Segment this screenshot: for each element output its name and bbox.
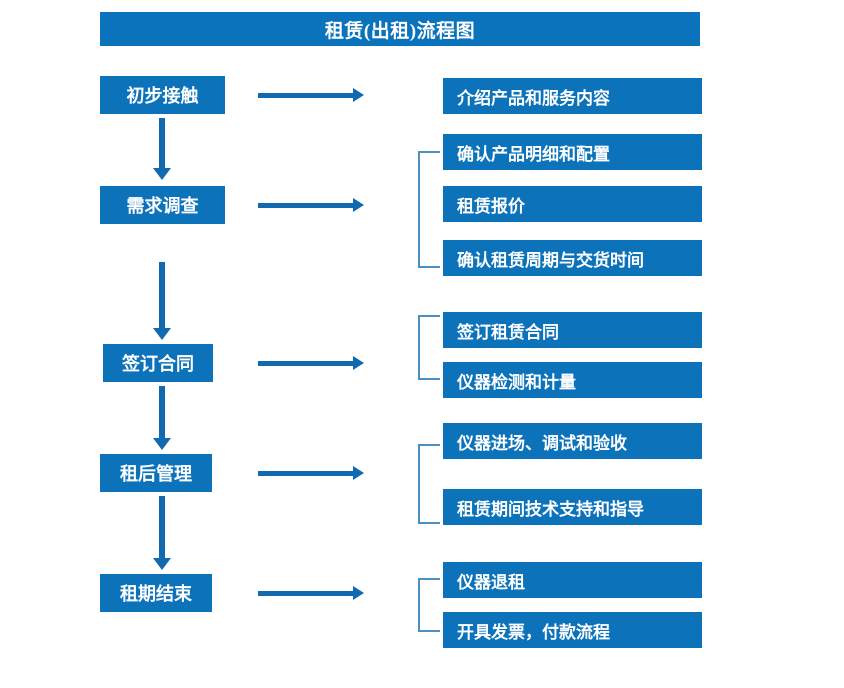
stage-box-3[interactable]: 签订合同 [103, 344, 213, 382]
detail-box-g2-i3[interactable]: 确认租赁周期与交货时间 [443, 240, 702, 276]
detail-box-g1-i1[interactable]: 介绍产品和服务内容 [443, 78, 702, 114]
stage-box-4[interactable]: 租后管理 [100, 454, 212, 492]
detail-box-g2-i2[interactable]: 租赁报价 [443, 186, 702, 222]
right-arrow-stage-5 [258, 586, 364, 600]
detail-box-g5-i1[interactable]: 仪器退租 [443, 562, 702, 598]
right-arrow-stage-3 [258, 356, 364, 370]
right-arrow-stage-4 [258, 466, 364, 480]
right-arrow-stage-2 [258, 198, 364, 212]
right-arrow-stage-1 [258, 88, 364, 102]
stage-box-2[interactable]: 需求调查 [100, 186, 225, 224]
page-title: 租赁(出租)流程图 [100, 12, 700, 46]
stage-box-1[interactable]: 初步接触 [100, 76, 225, 114]
stage-box-5[interactable]: 租期结束 [100, 574, 212, 612]
detail-box-g3-i1[interactable]: 签订租赁合同 [443, 312, 702, 348]
down-arrow-1-to-2 [153, 118, 171, 180]
detail-box-g4-i1[interactable]: 仪器进场、调试和验收 [443, 423, 702, 459]
detail-box-g4-i2[interactable]: 租赁期间技术支持和指导 [443, 489, 702, 525]
down-arrow-2-to-3 [153, 262, 171, 340]
detail-box-g5-i2[interactable]: 开具发票，付款流程 [443, 612, 702, 648]
detail-box-g3-i2[interactable]: 仪器检测和计量 [443, 362, 702, 398]
detail-box-g2-i1[interactable]: 确认产品明细和配置 [443, 134, 702, 170]
down-arrow-4-to-5 [153, 496, 171, 570]
down-arrow-3-to-4 [153, 386, 171, 450]
